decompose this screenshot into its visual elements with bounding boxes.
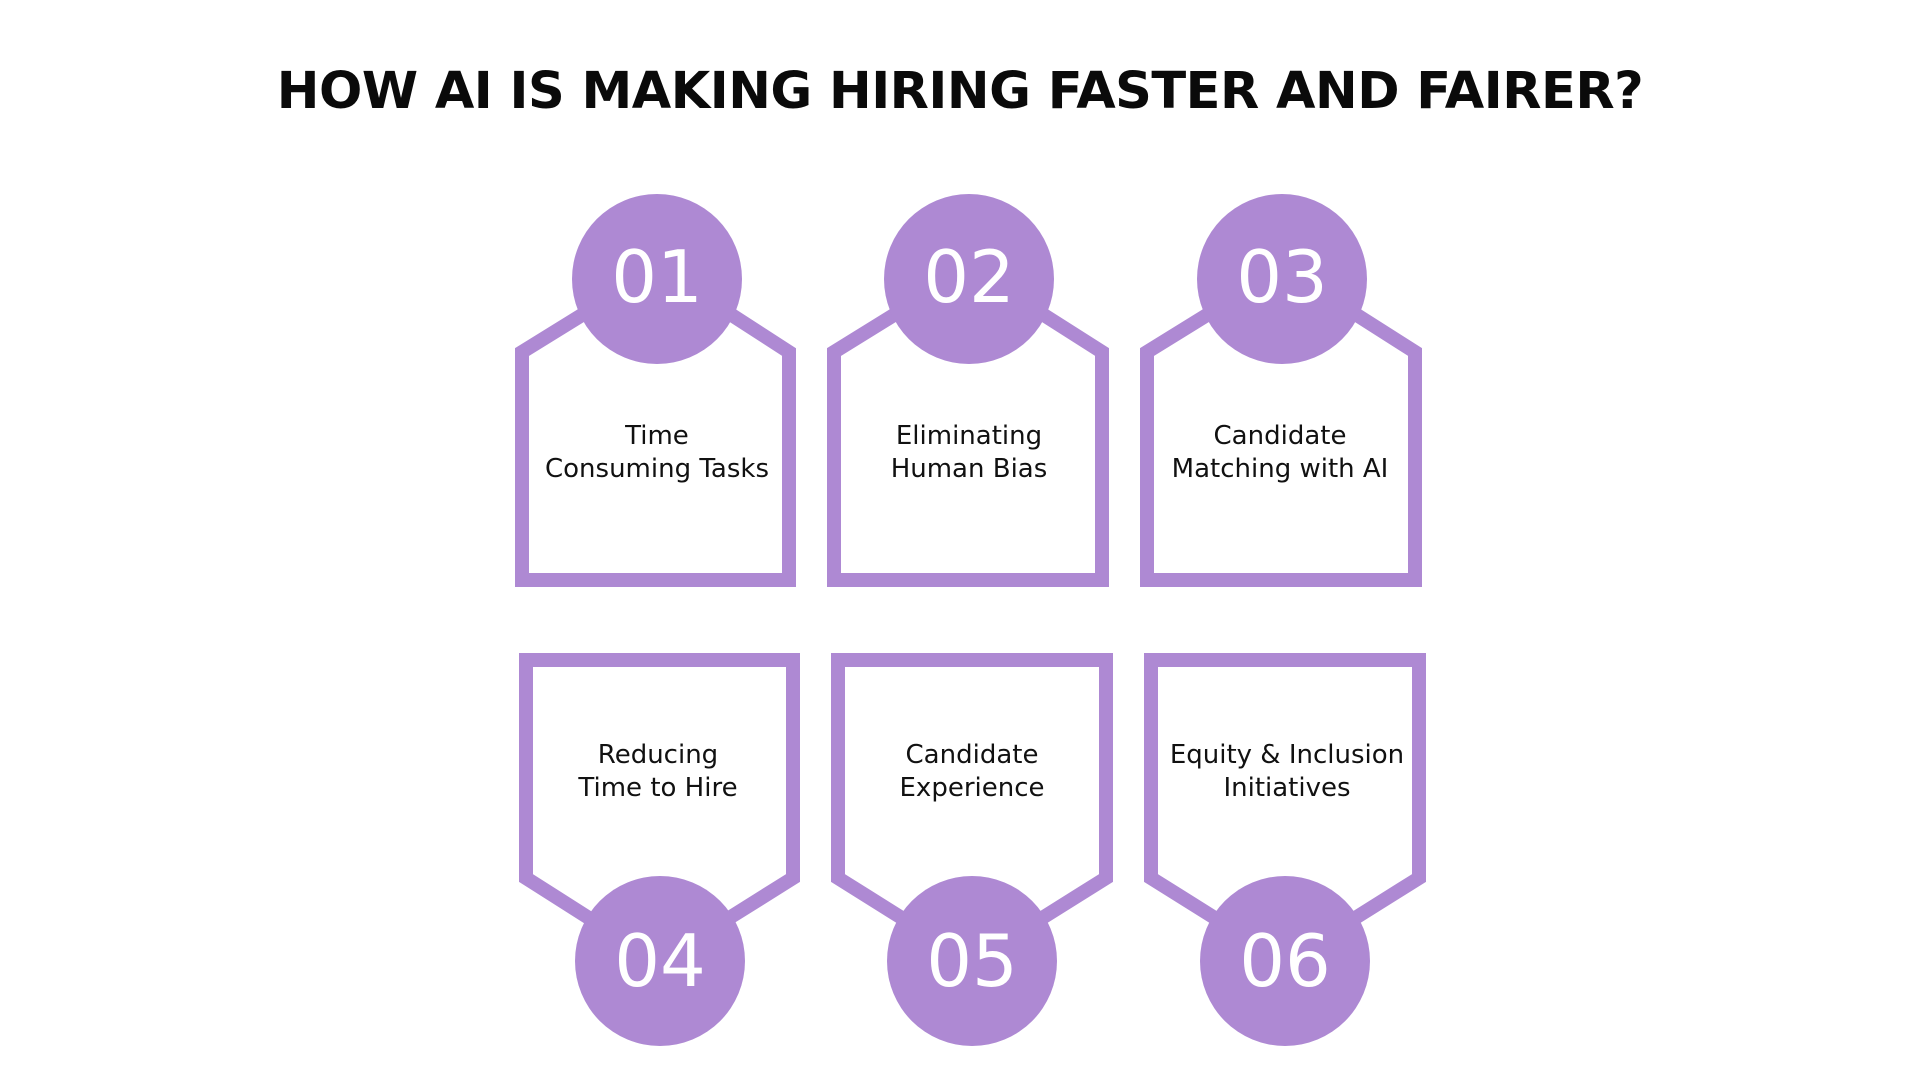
step-card-04: 04 Reducing Time to Hire <box>519 653 800 1046</box>
step-number: 03 <box>1236 235 1328 319</box>
card-frame <box>1144 653 1426 926</box>
step-number: 04 <box>614 919 706 1003</box>
step-number: 02 <box>923 235 1015 319</box>
number-badge <box>887 876 1057 1046</box>
card-label-line-2: Initiatives <box>1223 773 1350 803</box>
step-number: 06 <box>1239 919 1331 1003</box>
card-label-line-1: Candidate <box>1214 421 1347 451</box>
card-label-line-2: Matching with AI <box>1172 454 1389 484</box>
card-label-line-2: Time to Hire <box>577 773 737 803</box>
card-label-line-1: Candidate <box>906 740 1039 770</box>
number-badge <box>572 194 742 364</box>
step-card-01: 01 Time Consuming Tasks <box>515 194 796 587</box>
card-frame <box>519 653 800 926</box>
step-card-03: 03 Candidate Matching with AI <box>1140 194 1422 587</box>
number-badge <box>1200 876 1370 1046</box>
step-number: 05 <box>926 919 1018 1003</box>
card-frame <box>515 304 796 587</box>
step-card-02: 02 Eliminating Human Bias <box>827 194 1109 587</box>
card-frame <box>827 304 1109 587</box>
step-card-05: 05 Candidate Experience <box>831 653 1113 1046</box>
card-label-line-2: Consuming Tasks <box>545 454 769 484</box>
card-label-line-1: Time <box>624 421 689 451</box>
card-label-line-1: Reducing <box>598 740 718 770</box>
card-label-line-1: Eliminating <box>896 421 1042 451</box>
number-badge <box>884 194 1054 364</box>
number-badge <box>575 876 745 1046</box>
page-title: HOW AI IS MAKING HIRING FASTER AND FAIRE… <box>276 62 1644 121</box>
card-frame <box>831 653 1113 926</box>
number-badge <box>1197 194 1367 364</box>
card-label-line-2: Human Bias <box>891 454 1048 484</box>
card-label-line-2: Experience <box>900 773 1045 803</box>
step-number: 01 <box>611 235 703 319</box>
card-label-line-1: Equity & Inclusion <box>1170 740 1404 770</box>
card-frame <box>1140 304 1422 587</box>
step-card-06: 06 Equity & Inclusion Initiatives <box>1144 653 1426 1046</box>
